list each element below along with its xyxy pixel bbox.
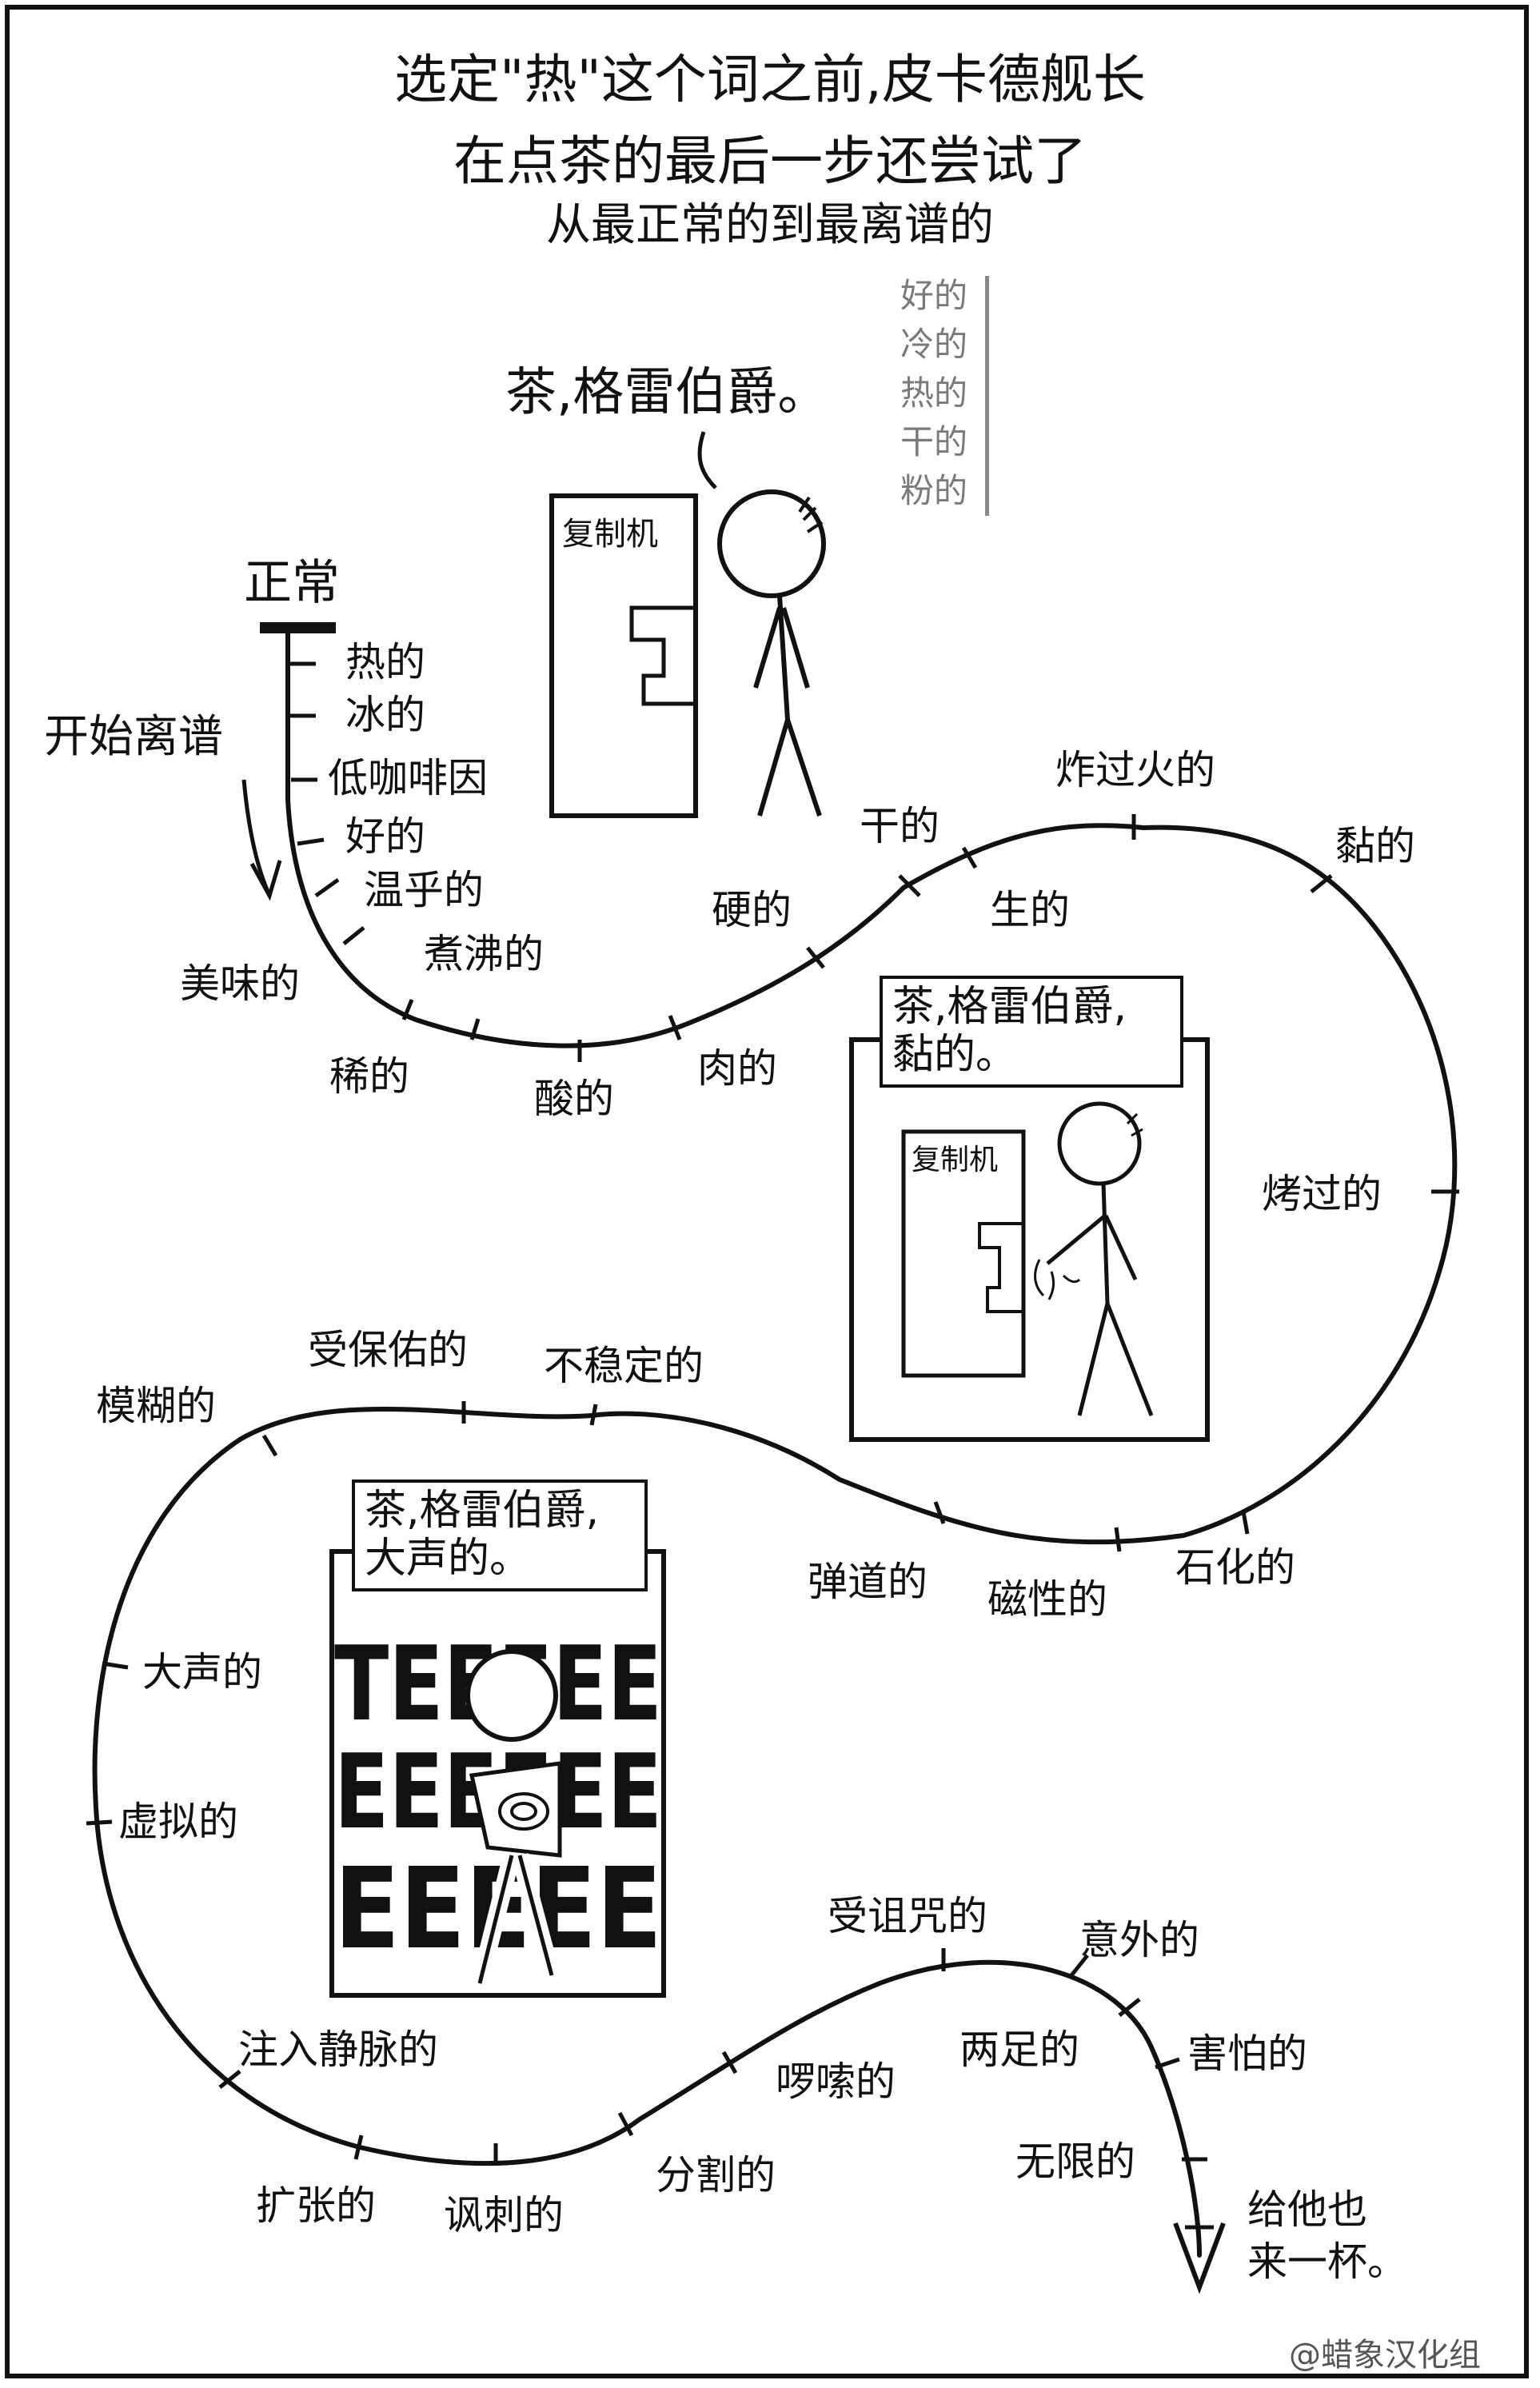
label-sticky: 黏的 — [1335, 823, 1415, 869]
alternatives-list: 好的 冷的 热的 干的 粉的 — [890, 272, 978, 515]
replicator-label: 复制机 — [562, 516, 658, 553]
tick-boiling — [401, 999, 414, 1020]
panel-sticky-slot — [978, 1222, 1023, 1313]
spiral-axis-path — [92, 625, 1458, 2258]
panel-loud-caption-line-1: 茶,格雷伯爵, — [365, 1487, 600, 1535]
tick-intravenous — [218, 2070, 241, 2089]
label-dilated: 扩张的 — [256, 2182, 376, 2229]
tick-nice — [297, 837, 325, 846]
axis-start-label: 正常 — [244, 555, 340, 611]
label-dry: 干的 — [860, 803, 940, 849]
label-bipedal: 两足的 — [960, 2027, 1079, 2073]
tick-verbose — [721, 2051, 738, 2075]
credit-text: @蜡象汉化组 — [1289, 2337, 1481, 2374]
panel-sticky-caption-line-2: 黏的。 — [892, 1030, 1018, 1079]
tick-dilated — [353, 2134, 364, 2160]
tick-loud — [102, 1661, 129, 1670]
label-overfried: 炸过火的 — [1055, 747, 1215, 793]
title-line-1: 选定"热"这个词之前,皮卡德舰长 — [394, 49, 1146, 110]
label-hot: 热的 — [345, 639, 425, 685]
alternative-option: 干的 — [900, 421, 967, 461]
tick-virtual — [86, 1819, 113, 1826]
label-unstable: 不稳定的 — [544, 1343, 704, 1389]
panel-sticky-replicator-label: 复制机 — [912, 1144, 999, 1176]
label-thin: 稀的 — [329, 1053, 409, 1100]
panel-sticky-caption-line-1: 茶,格雷伯爵, — [892, 983, 1127, 1031]
alternative-option: 粉的 — [900, 470, 967, 510]
label-raw: 生的 — [990, 887, 1070, 933]
picard-figure-sticky — [1034, 1101, 1154, 1416]
axis-end-label-2: 来一杯。 — [1247, 2238, 1407, 2285]
label-petrified: 石化的 — [1175, 1544, 1295, 1591]
tick-unstable — [589, 1404, 598, 1426]
label-loud: 大声的 — [142, 1649, 262, 1695]
title-line-2: 在点茶的最后一步还尝试了 — [453, 130, 1087, 192]
panel-sticky-caption: 茶,格雷伯爵, 黏的。 — [880, 976, 1183, 1088]
label-frightened: 害怕的 — [1187, 2031, 1307, 2077]
axis-end-label-1: 给他也 — [1247, 2186, 1367, 2233]
label-cursed: 受诅咒的 — [828, 1893, 987, 1939]
panel-loud-caption-line-2: 大声的。 — [365, 1534, 532, 1583]
tick-magnetic — [1114, 1527, 1122, 1552]
tick-meaty — [668, 1015, 682, 1040]
picard-figure-loud — [465, 1649, 562, 1986]
speech-tail — [697, 431, 717, 489]
speech-order: 茶,格雷伯爵。 — [505, 363, 829, 422]
tick-raw — [961, 846, 978, 869]
label-sarcastic: 讽刺的 — [444, 2192, 564, 2238]
tick-unexpected — [1118, 1998, 1141, 2017]
replicator-slot — [629, 605, 696, 706]
subtitle: 从最正常的到最离谱的 — [546, 199, 994, 251]
label-toasted: 烤过的 — [1262, 1171, 1382, 1217]
panel-loud-caption: 茶,格雷伯爵, 大声的。 — [352, 1480, 648, 1591]
label-hard: 硬的 — [712, 887, 792, 933]
tick-delicious — [342, 926, 365, 945]
axis-direction-label: 开始离谱 — [44, 711, 223, 763]
tick-thin — [469, 1018, 481, 1040]
tick-bipedal — [1070, 1954, 1089, 1977]
label-boiling: 煮沸的 — [424, 931, 544, 977]
tick-hard — [806, 946, 825, 969]
label-blessed: 受保佑的 — [308, 1327, 468, 1373]
panel-loud-noise-text: TEEEEE EEEEEE EEEEE — [334, 1625, 662, 1975]
axis-ticks — [86, 661, 1459, 2230]
tick-ballistic — [933, 1501, 946, 1524]
tick-frightened — [1155, 2057, 1180, 2070]
tick-dry — [898, 874, 921, 897]
replicator — [549, 493, 698, 818]
label-magnetic: 磁性的 — [987, 1576, 1107, 1623]
alternative-option: 冷的 — [900, 324, 967, 364]
tick-lukewarm — [314, 877, 340, 898]
label-nice: 好的 — [345, 813, 425, 860]
label-ballistic: 弹道的 — [808, 1559, 928, 1605]
label-unexpected: 意外的 — [1079, 1917, 1199, 1963]
alternative-option: 热的 — [900, 373, 967, 413]
alternatives-divider — [985, 276, 989, 516]
label-blurry: 模糊的 — [96, 1383, 216, 1429]
label-meaty: 肉的 — [697, 1045, 777, 1092]
tick-split — [617, 2111, 634, 2137]
label-infinite: 无限的 — [1015, 2138, 1135, 2185]
label-iced: 冰的 — [345, 692, 425, 738]
label-verbose: 啰嗦的 — [776, 2059, 896, 2105]
tick-blurry — [261, 1434, 278, 1457]
alternative-option: 好的 — [900, 276, 967, 315]
label-decaf: 低咖啡因 — [328, 755, 488, 801]
tick-petrified — [1241, 1511, 1250, 1535]
picard-figure-top — [717, 489, 826, 817]
tick-sticky — [1310, 874, 1333, 893]
label-delicious: 美味的 — [180, 960, 300, 1007]
label-sour: 酸的 — [534, 1076, 614, 1122]
axis-end-arrow — [1173, 2222, 1226, 2294]
label-intravenous: 注入静脉的 — [238, 2027, 438, 2073]
label-split: 分割的 — [656, 2152, 776, 2198]
panel-sticky-replicator — [901, 1129, 1026, 1378]
label-virtual: 虚拟的 — [118, 1799, 238, 1845]
label-lukewarm: 温乎的 — [364, 867, 484, 913]
